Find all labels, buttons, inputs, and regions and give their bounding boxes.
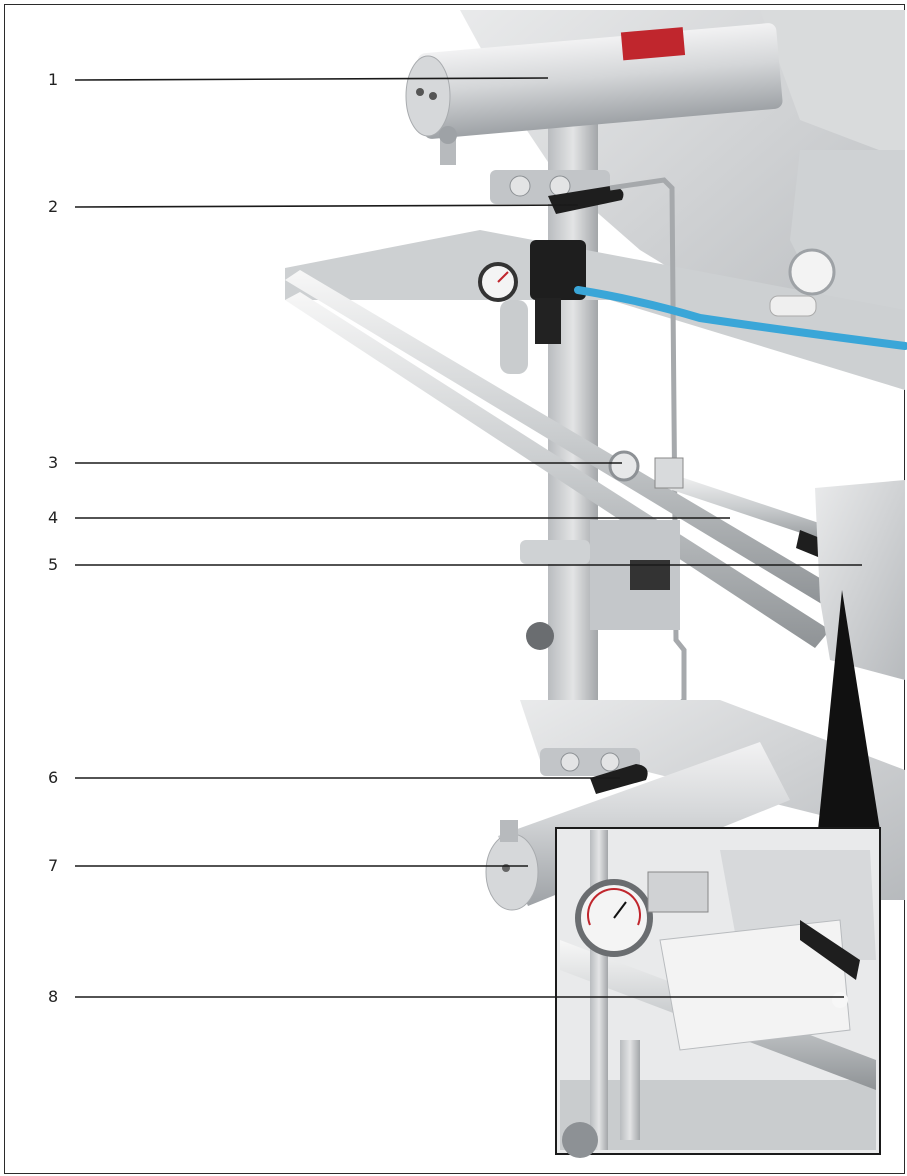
piston-rod: [660, 470, 840, 546]
callout-number-4: 4: [48, 508, 59, 527]
callout-number-6: 6: [48, 768, 59, 787]
callout-line-2: [74, 204, 579, 208]
manifold-block: [520, 520, 680, 650]
tri-clamp: [769, 248, 836, 317]
upper-valve-handle: [548, 186, 624, 214]
guard-rail-upper: [285, 270, 840, 606]
upper-crossbar: [285, 230, 905, 390]
callout-line-1: [74, 77, 549, 81]
filter-regulator: [478, 240, 586, 374]
top-air-cylinder: [405, 23, 783, 165]
guard-rail-lower: [285, 292, 830, 648]
small-pressure-gauge: [608, 450, 640, 482]
callout-number-7: 7: [48, 856, 59, 875]
callout-number-5: 5: [48, 555, 59, 574]
callout-number-8: 8: [48, 987, 59, 1006]
callout-number-3: 3: [48, 453, 59, 472]
blue-air-tube: [574, 286, 907, 350]
detail-inset: [555, 827, 881, 1158]
hand-pump-lever: [796, 480, 905, 680]
callout-lines: [74, 77, 862, 998]
lower-valve-handle: [590, 764, 648, 794]
lower-valve: [540, 748, 640, 776]
callout-number-1: 1: [48, 70, 59, 89]
detail-zoom-indicator: [818, 590, 880, 830]
callout-number-2: 2: [48, 197, 59, 216]
